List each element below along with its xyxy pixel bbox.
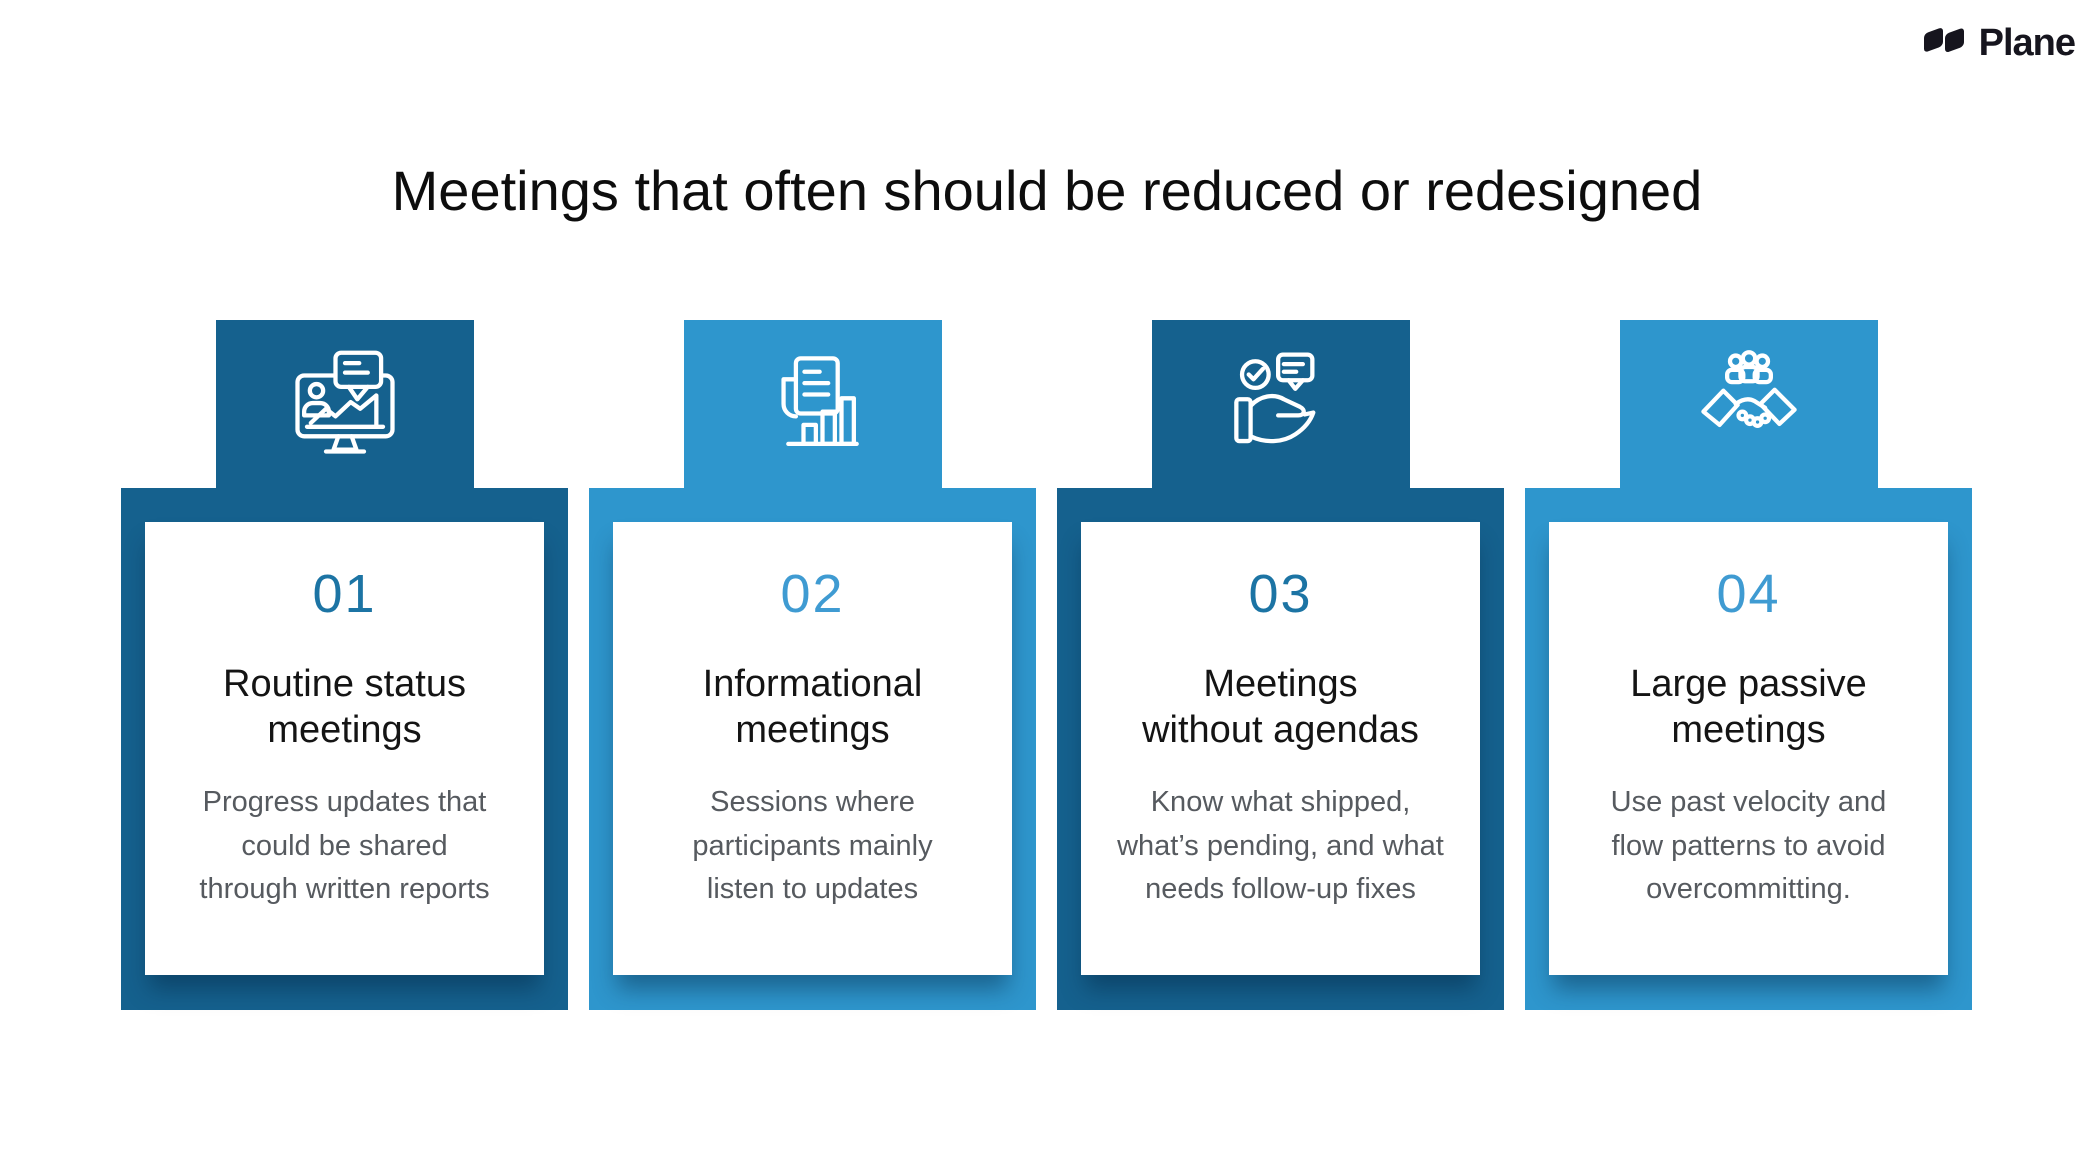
card-number: 04 [1716,564,1781,624]
card-panel: 01 Routine status meetings Progress upda… [145,522,544,975]
card-icon-tab [683,320,942,488]
card-description: Know what shipped, what’s pending, and w… [1117,786,1444,906]
document-chart-icon [780,356,859,447]
card-panel: 04 Large passive meetings Use past veloc… [1549,522,1948,975]
card-title: Meetings without agendas [1142,662,1419,752]
plane-logo-text: Plane [1978,22,2076,64]
hand-check-bubble-icon [1233,352,1315,444]
card-number: 03 [1248,564,1313,624]
card-title: Informational meetings [702,662,923,752]
plane-logo: Plane [1918,20,2076,67]
card-frame: 01 Routine status meetings Progress upda… [121,488,568,1010]
card-routine-status: 01 Routine status meetings Progress upda… [121,320,568,1010]
card-number: 02 [780,564,845,624]
card-no-agenda: 03 Meetings without agendas Know what sh… [1057,320,1504,1010]
card-informational: 02 Informational meetings Sessions where… [589,320,1036,1010]
card-panel: 02 Informational meetings Sessions where… [613,522,1012,975]
card-large-passive: 04 Large passive meetings Use past veloc… [1525,320,1972,1010]
handshake-group-icon [1700,350,1797,428]
card-frame: 04 Large passive meetings Use past veloc… [1525,488,1972,1010]
card-description: Use past velocity and flow patterns to a… [1610,786,1887,906]
card-icon-tab [1151,320,1410,488]
card-description: Progress updates that could be shared th… [199,786,490,906]
card-title: Routine status meetings [223,662,466,752]
card-panel: 03 Meetings without agendas Know what sh… [1081,522,1480,975]
card-description: Sessions where participants mainly liste… [692,786,933,906]
status-monitor-icon [294,350,395,454]
page-title: Meetings that often should be reduced or… [391,159,1703,222]
card-title: Large passive meetings [1630,662,1867,752]
card-icon-tab [215,320,474,488]
cards-row: 01 Routine status meetings Progress upda… [121,320,1972,1010]
card-number: 01 [312,564,377,624]
plane-logo-icon [1918,20,1970,67]
card-frame: 03 Meetings without agendas Know what sh… [1057,488,1504,1010]
card-frame: 02 Informational meetings Sessions where… [589,488,1036,1010]
card-icon-tab [1619,320,1878,488]
